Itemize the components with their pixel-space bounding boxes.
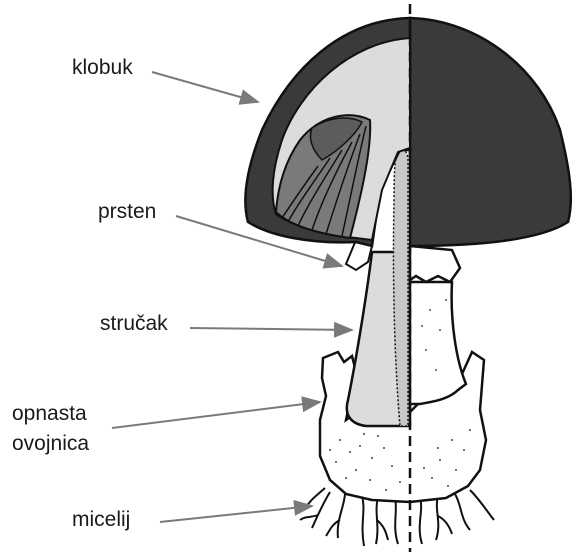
- label-ring: prsten: [98, 200, 156, 224]
- volva-arrow: [112, 402, 320, 428]
- stem-outer: [410, 282, 466, 404]
- label-stem: stručak: [100, 312, 168, 336]
- label-volva-line2: ovojnica: [12, 432, 89, 456]
- stem-arrow: [190, 328, 352, 330]
- mycelium-arrow: [160, 506, 312, 522]
- cap-arrow: [152, 72, 258, 102]
- label-cap: klobuk: [72, 56, 133, 80]
- label-mycelium: micelij: [72, 508, 130, 532]
- label-volva-line1: opnasta: [12, 402, 87, 426]
